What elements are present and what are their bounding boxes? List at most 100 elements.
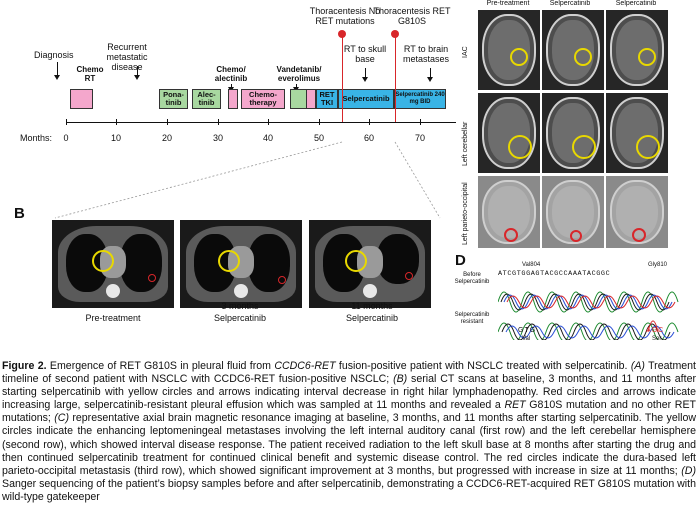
ct-3-months — [180, 220, 302, 308]
mri-cerebellar-3m — [542, 93, 604, 173]
marker-dot-2 — [391, 30, 399, 38]
ct-11-months — [309, 220, 431, 308]
event-recurrent: Recurrent metastatic disease — [106, 42, 148, 72]
mri-iac-11m — [606, 10, 668, 90]
event-rt-brain: RT to brain metastases — [402, 44, 450, 64]
mri-iac-pre — [478, 10, 540, 90]
caption-label-a: (A) — [630, 360, 645, 372]
caption-italic: RET — [504, 399, 526, 412]
event-thoracentesis-2: Thoracentesis RET G810S — [373, 6, 451, 26]
aa-ser: Ser — [652, 336, 662, 342]
panel-b-letter: B — [14, 205, 25, 222]
caption-label-c: (C) — [54, 412, 69, 425]
mri-parieto-11m — [606, 176, 668, 248]
ct-pretreatment — [52, 220, 174, 308]
marker-thoracentesis-2 — [395, 32, 396, 122]
arrow-recurrent — [134, 66, 140, 80]
ct-caption-3m: 3 months Selpercatinib — [213, 301, 267, 323]
label-val804: Val804 — [522, 262, 541, 268]
red-marker — [278, 276, 286, 284]
box-chemotherapy: Chemo- therapy — [241, 89, 285, 109]
caption-lead: Figure 2. — [2, 360, 47, 372]
caption-part: Emergence of RET G810S in pleural fluid … — [46, 360, 275, 372]
label-resistant: Selpercatinib resistant — [454, 312, 490, 325]
codon-agc: AGC — [646, 327, 665, 334]
yellow-circle — [638, 48, 656, 66]
tick-70: 70 — [414, 133, 426, 143]
label-chemo-rt: Chemo RT — [76, 65, 104, 83]
caption-part: Treatment timeline of second patient wit… — [2, 360, 696, 386]
yellow-circle — [218, 250, 240, 272]
event-diagnosis: Diagnosis — [34, 50, 74, 60]
axis-label: Months: — [20, 133, 53, 143]
codon-gtg: GTG — [518, 327, 537, 334]
ct-caption-11m: 11 months Selpercatinib — [345, 301, 399, 323]
aa-val: Val — [522, 336, 531, 342]
yellow-circle — [510, 48, 528, 66]
red-circle — [632, 228, 646, 242]
mri-parieto-3m — [542, 176, 604, 248]
event-thoracentesis-1: Thoracentesis No RET mutations — [309, 6, 381, 26]
red-marker — [148, 274, 156, 282]
tick-30: 30 — [212, 133, 224, 143]
label-vandetanib: Vandetanib/ everolimus — [276, 65, 322, 83]
red-marker — [405, 272, 413, 280]
chromatogram — [498, 291, 679, 340]
box-chemo-2 — [306, 89, 316, 109]
label-gly810: Gly810 — [648, 262, 668, 268]
tick-40: 40 — [262, 133, 274, 143]
caption-label-b: (B) — [393, 373, 408, 386]
event-rt-skull: RT to skull base — [343, 44, 387, 64]
caption-part: Sanger sequencing of the patient’s biops… — [2, 477, 696, 503]
tick-20: 20 — [161, 133, 173, 143]
caption-italic: CCDC6-RET — [274, 360, 336, 372]
mri-row-parieto: Left parieto-occipital — [462, 182, 469, 245]
arrow-rt-brain — [427, 68, 433, 82]
box-ponatinib: Pona- tinib — [159, 89, 188, 109]
mri-row-cerebellar: Left cerebellar — [462, 121, 469, 166]
panel-d-letter: D — [455, 252, 466, 269]
mri-parieto-pre — [478, 176, 540, 248]
label-chemo-alectinib: Chemo/ alectinib — [214, 65, 248, 83]
box-ret-tki: RET TKI — [316, 89, 338, 109]
months-axis-line — [66, 119, 456, 125]
mri-row-iac: IAC — [462, 46, 469, 58]
red-circle — [504, 228, 518, 242]
marker-dot-1 — [338, 30, 346, 38]
mri-col-selp-2: Selpercatinib — [615, 0, 657, 7]
caption-part: representative axial brain magnetic reso… — [2, 412, 696, 477]
yellow-circle — [572, 135, 596, 159]
caption-part: serial CT scans at baseline, 3 months, a… — [2, 373, 696, 412]
figure-caption: Figure 2. Emergence of RET G810S in pleu… — [2, 360, 696, 504]
yellow-circle — [92, 250, 114, 272]
zoom-lines — [54, 141, 441, 219]
box-chemo-alectinib — [228, 89, 238, 109]
label-before: Before Selpercatinib — [454, 272, 490, 285]
caption-label-d: (D) — [681, 464, 696, 477]
mri-col-selp-1: Selpercatinib — [549, 0, 591, 7]
box-selpercatinib: Selpercatinib — [338, 89, 394, 109]
tick-50: 50 — [313, 133, 325, 143]
arrow-rt-skull — [362, 68, 368, 82]
mri-col-pre: Pre-treatment — [486, 0, 530, 7]
yellow-circle — [636, 135, 660, 159]
caption-part: fusion-positive patient with NSCLC treat… — [335, 360, 631, 372]
ct-caption-pre: Pre-treatment — [85, 313, 141, 323]
box-alectinib: Alec- tinib — [192, 89, 221, 109]
red-circle — [570, 230, 582, 242]
arrow-diagnosis — [54, 62, 60, 80]
box-selpercatinib-bid: Selpercatinib 240 mg BID — [394, 89, 446, 109]
yellow-circle — [345, 250, 367, 272]
sequence-text: ATCGTGGAGTACGCCAAATACGGC — [498, 270, 611, 278]
caption-part: G810S mutation and no other RET mutation… — [2, 399, 696, 425]
mri-cerebellar-11m — [606, 93, 668, 173]
tick-10: 10 — [110, 133, 122, 143]
marker-thoracentesis-1 — [342, 32, 343, 122]
yellow-circle — [508, 135, 532, 159]
yellow-circle — [574, 48, 592, 66]
tick-0: 0 — [63, 133, 69, 143]
tick-60: 60 — [363, 133, 375, 143]
mri-iac-3m — [542, 10, 604, 90]
box-chemo-rt — [70, 89, 93, 109]
mri-cerebellar-pre — [478, 93, 540, 173]
